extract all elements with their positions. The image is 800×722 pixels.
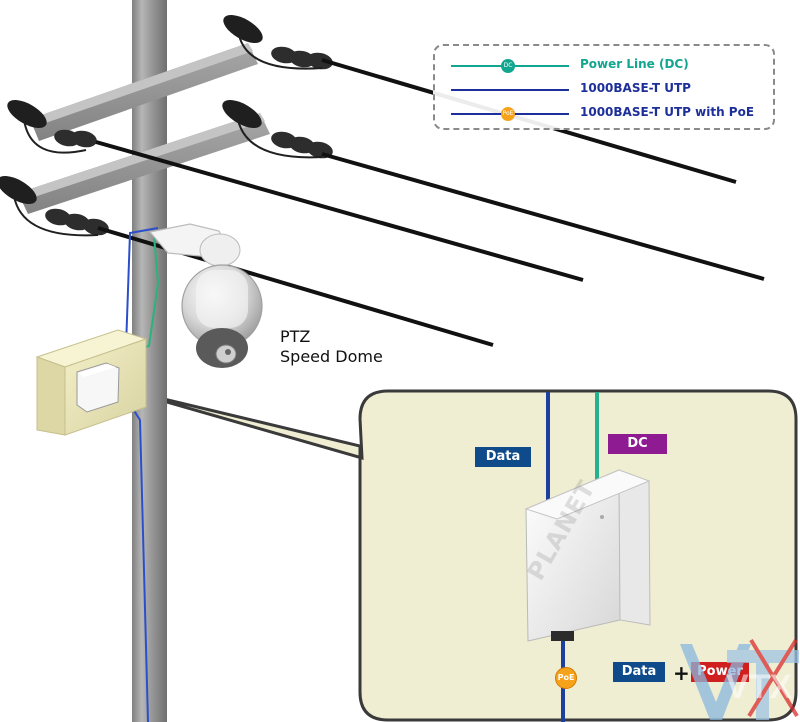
insulator-mid-right (222, 100, 333, 159)
legend-poe-marker-text: PoE (502, 110, 514, 117)
legend-dc-marker-text: DC (503, 62, 513, 69)
enclosure-box-front (36, 356, 66, 436)
legend-poe-marker: PoE (501, 107, 515, 121)
camera-label-line-1: PTZ (280, 327, 311, 346)
poe-tag: PoE (555, 667, 577, 689)
poe-injector-port (551, 631, 574, 641)
insulator-mid-right-shape (222, 100, 262, 128)
data-tag: Data (475, 447, 531, 467)
poe-injector-device (524, 469, 651, 642)
legend-row-poe: PoE 1000BASE-T UTP with PoE (435, 104, 773, 124)
detail-callout (117, 386, 798, 722)
plus-sign: + (673, 661, 690, 685)
legend-dc-marker: DC (501, 59, 515, 73)
camera-label-line-2: Speed Dome (280, 347, 383, 366)
legend-utp-line (451, 89, 569, 91)
overhead-lines (95, 58, 765, 347)
insulator-top-left-shape (7, 100, 47, 128)
legend-row-dc: DC Power Line (DC) (435, 56, 773, 76)
legend-utp-label: 1000BASE-T UTP (580, 81, 691, 95)
insulator-top-left (7, 100, 97, 154)
insulator-top-right-shape (223, 15, 263, 43)
detail-callout-shape (117, 386, 798, 722)
crossarm-1 (30, 43, 258, 141)
bottom-data-tag: Data (613, 662, 665, 682)
poe-injector-side (618, 469, 651, 626)
insulator-mid-left (0, 176, 109, 237)
watermark-text: VTX (726, 668, 792, 706)
enclosure-box (35, 329, 148, 436)
poe-injector-top (524, 469, 651, 520)
poe-injector-led (600, 515, 604, 519)
insulator-mid-left-shape (0, 176, 37, 204)
watermark-graphic (680, 638, 799, 720)
camera-mount-neck (199, 233, 241, 267)
legend-dc-label: Power Line (DC) (580, 57, 689, 71)
overhead-line-3 (95, 140, 584, 282)
dc-tag: DC (608, 434, 667, 454)
insulator-top-right (223, 15, 333, 70)
ptz-camera (148, 223, 263, 368)
camera-label: PTZ Speed Dome (280, 327, 383, 367)
legend-row-utp: 1000BASE-T UTP (435, 80, 773, 100)
utility-pole (0, 0, 765, 722)
overhead-line-2 (321, 152, 765, 281)
legend-box: DC Power Line (DC) 1000BASE-T UTP PoE 10… (433, 44, 775, 130)
watermark-logo: VTX (680, 638, 799, 720)
legend-poe-label: 1000BASE-T UTP with PoE (580, 105, 755, 119)
crossarm-2 (18, 113, 270, 214)
